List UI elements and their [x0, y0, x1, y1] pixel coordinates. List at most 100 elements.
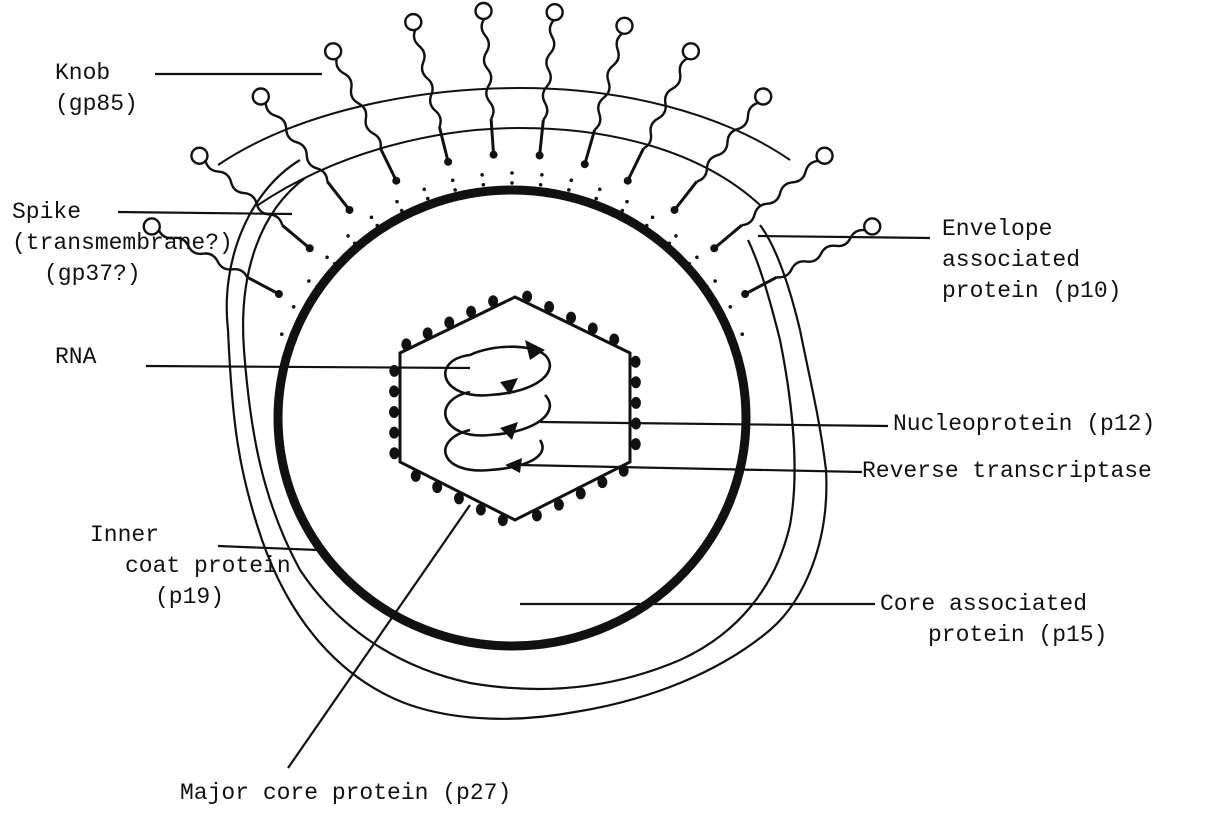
- envelope-dot: [400, 209, 404, 213]
- spike-stems: [247, 119, 777, 295]
- envelope-dot: [307, 279, 311, 283]
- spike-base: [345, 206, 353, 214]
- core-bead: [631, 397, 641, 409]
- nucleoprotein-label-line1: Nucleoprotein (p12): [893, 409, 1155, 440]
- spike-base: [741, 290, 749, 298]
- inner-coat-label-line1: Inner: [90, 520, 291, 551]
- envelope-dot: [510, 171, 514, 175]
- core-bead: [476, 503, 486, 515]
- spike-base: [536, 151, 544, 159]
- spike-base: [306, 244, 314, 252]
- envelope-dot: [540, 173, 544, 177]
- inner-coat-label: Inner coat protein (p19): [90, 520, 291, 613]
- core-associated-label-line2: protein (p15): [880, 620, 1107, 651]
- envelope-dot: [674, 234, 678, 238]
- spike-base: [392, 177, 400, 185]
- knob-head: [864, 218, 880, 234]
- core-bead: [411, 470, 421, 482]
- envelope-dot: [301, 310, 305, 314]
- core-bead: [631, 356, 641, 368]
- envelope-dot: [325, 255, 329, 259]
- envelope-dot: [422, 187, 426, 191]
- envelope-dot: [395, 200, 399, 204]
- core-associated-label-line1: Core associated: [880, 589, 1107, 620]
- envelope-dot: [375, 224, 379, 228]
- core-bead: [389, 427, 399, 439]
- spike-base: [581, 160, 589, 168]
- knob-stalk: [644, 58, 688, 148]
- core-bead: [389, 406, 399, 418]
- knob-head: [405, 14, 421, 30]
- envelope-dot: [651, 216, 655, 220]
- spike-base: [710, 244, 718, 252]
- envelope-dot: [567, 188, 571, 192]
- core-bead: [423, 327, 433, 339]
- core-bead: [554, 499, 564, 511]
- knob-head: [325, 43, 341, 59]
- core-bead: [631, 438, 641, 450]
- envelope-label-line1: Envelope: [942, 214, 1121, 245]
- rna-label-line1: RNA: [55, 342, 96, 373]
- envelope-label: Envelope associated protein (p10): [942, 214, 1121, 307]
- envelope-dot: [740, 332, 744, 336]
- envelope-dot: [645, 224, 649, 228]
- envelope-dot: [292, 305, 296, 309]
- envelope-dot: [667, 242, 671, 246]
- envelope-dot: [482, 183, 486, 187]
- envelope-dot: [688, 262, 692, 266]
- knob-head: [817, 148, 833, 164]
- spike-label-line1: Spike: [12, 197, 233, 228]
- core-bead: [631, 376, 641, 388]
- knob-head: [547, 4, 563, 20]
- reverse-transcriptase-label-line1: Reverse transcriptase: [862, 456, 1152, 487]
- knob-stalk: [595, 33, 623, 129]
- knob-head: [616, 18, 632, 34]
- knob-head: [191, 148, 207, 164]
- core-bead: [522, 291, 532, 303]
- core-bead: [488, 295, 498, 307]
- leader-envelope: [758, 236, 930, 238]
- knob-head: [476, 3, 492, 19]
- envelope-dot: [713, 279, 717, 283]
- core-bead: [432, 481, 442, 493]
- envelope-dot: [594, 197, 598, 201]
- envelope-dot: [346, 234, 350, 238]
- knob-label: Knob (gp85): [55, 58, 138, 120]
- envelope-dot: [625, 200, 629, 204]
- spike-label-line2: (transmembrane?): [12, 228, 233, 259]
- core-bead: [588, 323, 598, 335]
- core-bead: [609, 334, 619, 346]
- envelope-dot: [728, 305, 732, 309]
- envelope-dot: [280, 332, 284, 336]
- envelope-dot: [621, 209, 625, 213]
- core-bead: [498, 514, 508, 526]
- knob-stalk: [697, 103, 759, 182]
- spike-band-outer: [218, 88, 790, 165]
- knob-stalk: [414, 30, 441, 127]
- envelope-dot: [451, 178, 455, 182]
- spike-base: [444, 158, 452, 166]
- envelope-dot: [315, 285, 319, 289]
- spike-base: [624, 177, 632, 185]
- envelope-label-line3: protein (p10): [942, 276, 1121, 307]
- knob-label-line2: (gp85): [55, 89, 138, 120]
- envelope-dot: [720, 310, 724, 314]
- spike-label: Spike (transmembrane?) (gp37?): [12, 197, 233, 290]
- envelope-dot: [569, 178, 573, 182]
- spike-base: [275, 290, 283, 298]
- envelope-dot: [480, 173, 484, 177]
- envelope-dot: [333, 262, 337, 266]
- envelope-dot: [370, 216, 374, 220]
- knob-head: [683, 43, 699, 59]
- rna-label: RNA: [55, 342, 96, 373]
- core-bead: [389, 385, 399, 397]
- inner-coat-label-line2: coat protein: [90, 551, 291, 582]
- core-bead: [576, 487, 586, 499]
- envelope-dot: [598, 187, 602, 191]
- core-bead: [454, 492, 464, 504]
- spike-base: [671, 206, 679, 214]
- envelope-label-line2: associated: [942, 245, 1121, 276]
- knob-stalk: [266, 103, 328, 182]
- envelope-dot: [426, 197, 430, 201]
